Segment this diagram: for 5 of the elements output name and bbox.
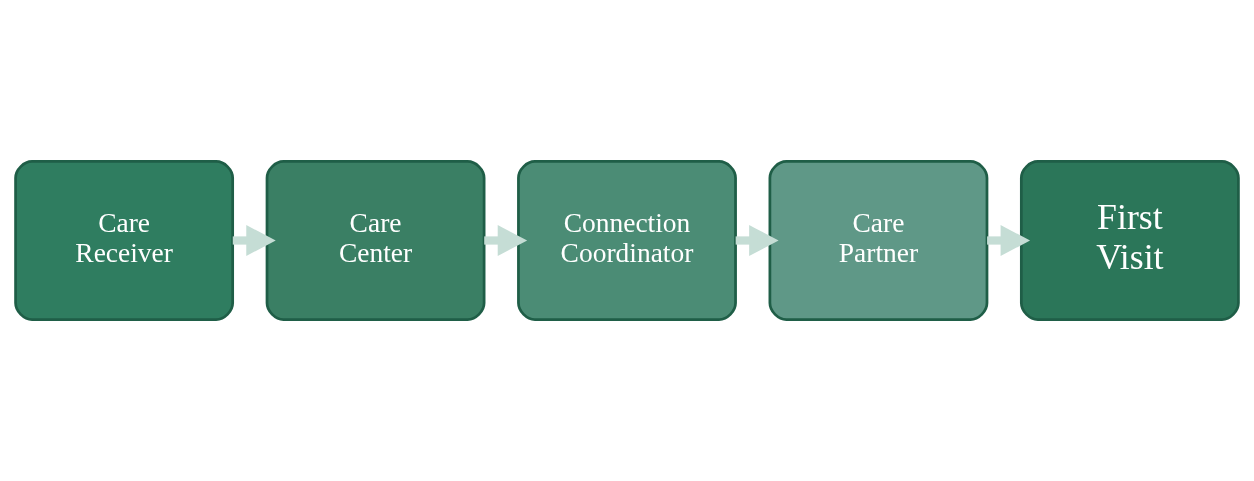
node-box: Care Receiver: [14, 160, 235, 321]
node-box: Care Partner: [768, 160, 989, 321]
node-box: First Visit: [1019, 160, 1240, 321]
node-box: Connection Coordinator: [517, 160, 737, 321]
node-box: Care Center: [265, 160, 486, 321]
